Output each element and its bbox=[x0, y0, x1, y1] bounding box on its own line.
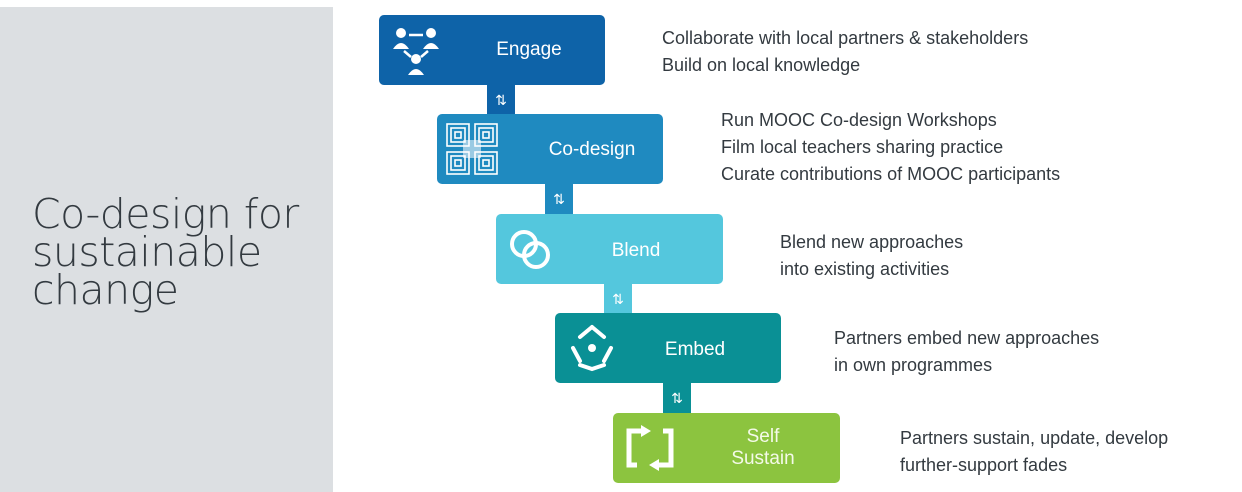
connector-engage-codesign: ⇅ bbox=[487, 85, 515, 117]
people-network-icon bbox=[391, 23, 441, 77]
desc-line: Curate contributions of MOOC participant… bbox=[721, 164, 1061, 184]
maze-pattern-icon bbox=[445, 122, 499, 176]
connector-codesign-blend: ⇅ bbox=[545, 184, 573, 216]
converging-arrows-icon bbox=[565, 321, 619, 375]
desc-line: Build on local knowledge bbox=[662, 55, 861, 75]
step-label-blend: Blend bbox=[611, 240, 661, 261]
desc-self-sustain: Partners sustain, update, develop furthe… bbox=[900, 425, 1168, 479]
connector-embed-selfsustain: ⇅ bbox=[663, 383, 691, 415]
desc-line: Blend new approaches bbox=[780, 232, 964, 252]
recycle-arrows-icon bbox=[623, 423, 677, 473]
desc-line: Film local teachers sharing practice bbox=[721, 137, 1004, 157]
desc-line: Run MOOC Co-design Workshops bbox=[721, 110, 997, 130]
step-blend: Blend bbox=[496, 214, 723, 284]
diagram-title: Co-design for sustainable change bbox=[32, 190, 299, 314]
desc-line: Partners sustain, update, develop bbox=[900, 428, 1169, 448]
desc-line: further-support fades bbox=[900, 455, 1068, 475]
desc-line: Partners embed new approaches bbox=[834, 328, 1100, 348]
desc-embed: Partners embed new approaches in own pro… bbox=[834, 325, 1099, 379]
desc-line: Collaborate with local partners & stakeh… bbox=[662, 28, 1029, 48]
step-embed: Embed bbox=[555, 313, 781, 383]
step-self-sustain: Self Sustain bbox=[613, 413, 840, 483]
desc-blend: Blend new approaches into existing activ… bbox=[780, 229, 963, 283]
desc-engage: Collaborate with local partners & stakeh… bbox=[662, 25, 1028, 79]
step-label-codesign: Co-design bbox=[548, 139, 636, 160]
step-label-self-sustain: Self Sustain bbox=[731, 426, 795, 469]
step-label-embed: Embed bbox=[664, 339, 726, 360]
step-engage: Engage bbox=[379, 15, 605, 85]
step-label-engage: Engage bbox=[496, 39, 562, 60]
title-panel: Co-design for sustainable change bbox=[0, 7, 333, 492]
desc-line: in own programmes bbox=[834, 355, 993, 375]
interlocking-rings-icon bbox=[506, 224, 556, 274]
desc-line: into existing activities bbox=[780, 259, 950, 279]
desc-codesign: Run MOOC Co-design Workshops Film local … bbox=[721, 107, 1060, 188]
connector-blend-embed: ⇅ bbox=[604, 284, 632, 316]
step-codesign: Co-design bbox=[437, 114, 663, 184]
